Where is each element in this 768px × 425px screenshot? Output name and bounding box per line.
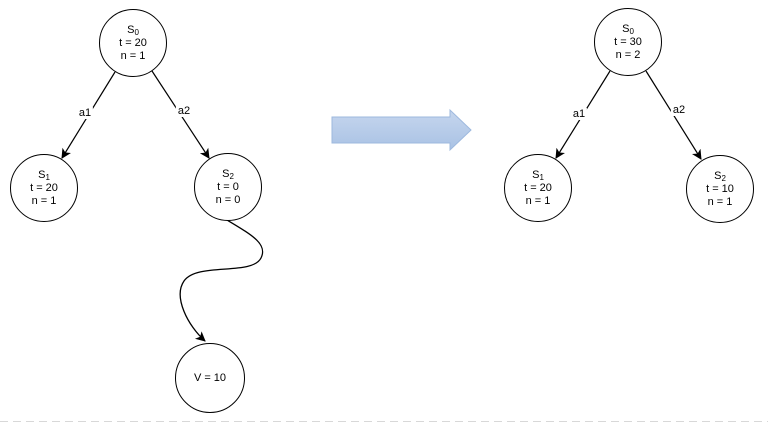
node-s1-after: S1 t = 20 n = 1 <box>504 154 572 222</box>
node-title: S0 <box>622 22 634 36</box>
edge-label-a2-after: a2 <box>670 104 688 116</box>
node-title: S1 <box>532 168 544 182</box>
node-t-value: t = 10 <box>706 182 734 195</box>
node-s2-before: S2 t = 0 n = 0 <box>194 153 262 221</box>
transition-arrow <box>331 108 472 152</box>
edge-label-a1-after: a1 <box>570 108 588 120</box>
node-title: S2 <box>222 167 234 181</box>
node-t-value: t = 20 <box>119 36 147 49</box>
edge-rollout-wavy <box>179 219 264 342</box>
node-n-value: n = 1 <box>31 194 57 207</box>
node-s2-after: S2 t = 10 n = 1 <box>686 155 754 223</box>
node-n-value: n = 1 <box>525 194 551 207</box>
node-t-value: t = 30 <box>614 35 642 48</box>
node-n-value: n = 1 <box>120 49 146 62</box>
node-s1-before: S1 t = 20 n = 1 <box>10 154 78 222</box>
node-title: S2 <box>714 169 726 183</box>
node-n-value: n = 1 <box>707 195 733 208</box>
node-t-value: t = 20 <box>30 181 58 194</box>
node-title: V = 10 <box>193 371 227 384</box>
node-t-value: t = 20 <box>524 181 552 194</box>
node-n-value: n = 0 <box>215 193 241 206</box>
node-s0-before: S0 t = 20 n = 1 <box>99 9 167 77</box>
edge-label-a2-before: a2 <box>175 105 193 117</box>
node-s0-after: S0 t = 30 n = 2 <box>594 8 662 76</box>
node-t-value: t = 0 <box>217 180 239 193</box>
node-title: S0 <box>127 23 139 37</box>
node-leaf-value: V = 10 <box>175 343 245 413</box>
edge-label-a1-before: a1 <box>76 107 94 119</box>
node-n-value: n = 2 <box>615 48 641 61</box>
node-title: S1 <box>38 168 50 182</box>
